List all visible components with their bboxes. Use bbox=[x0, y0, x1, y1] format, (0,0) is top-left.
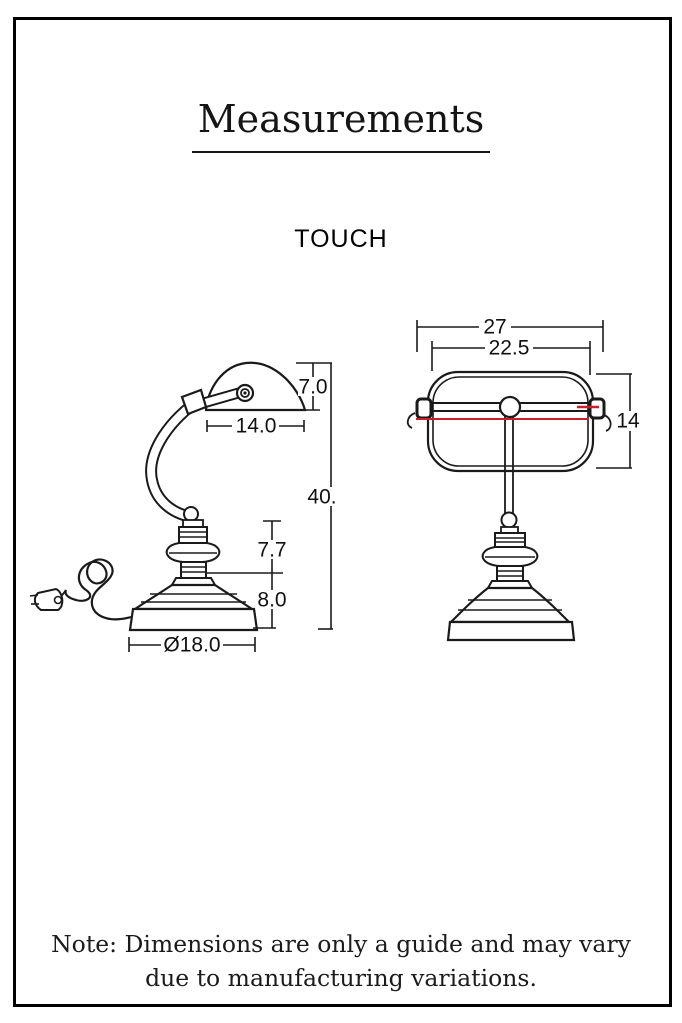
elbow-joint bbox=[180, 388, 208, 416]
dim-total-height: 40. bbox=[307, 486, 336, 509]
dim-overall-width: 27 bbox=[483, 316, 506, 339]
power-cord bbox=[29, 558, 132, 621]
lamp-base-front bbox=[446, 586, 576, 642]
disclaimer-line-2: due to manufacturing variations. bbox=[145, 964, 537, 992]
dim-stem-height: 7.7 bbox=[257, 539, 286, 562]
side-view-dimensions: 7.0 14.0 40. 7.7 8.0 bbox=[128, 362, 342, 657]
dim-shade-height: 7.0 bbox=[298, 376, 327, 399]
lamp-arm bbox=[198, 386, 244, 410]
front-neck-assembly bbox=[481, 511, 539, 589]
shade-knob bbox=[235, 383, 255, 403]
front-view-dimensions: 27 22.5 14 bbox=[416, 316, 645, 469]
dim-shade-width: 14.0 bbox=[236, 415, 277, 438]
red-highlight-lines bbox=[416, 405, 599, 420]
dim-front-shade-width: 22.5 bbox=[489, 337, 530, 360]
dim-front-shade-height: 14 bbox=[616, 410, 640, 433]
page-title-text: Measurements bbox=[191, 97, 491, 153]
disclaimer-line-1: Note: Dimensions are only a guide and ma… bbox=[51, 930, 631, 958]
dim-base-diameter: Ø18.0 bbox=[163, 634, 220, 657]
dim-base-height: 8.0 bbox=[257, 589, 286, 612]
front-shade bbox=[426, 370, 595, 473]
page-title: Measurements bbox=[0, 97, 682, 153]
page-border bbox=[13, 17, 672, 1007]
right-knob bbox=[588, 397, 612, 432]
disclaimer-note: Note: Dimensions are only a guide and ma… bbox=[0, 927, 682, 995]
lamp-front-view: 27 22.5 14 bbox=[406, 316, 645, 642]
power-plug bbox=[29, 587, 64, 611]
lamp-base-side bbox=[128, 583, 259, 632]
neck-assembly bbox=[165, 506, 221, 586]
gooseneck-tube bbox=[145, 397, 200, 523]
product-variant-label: TOUCH bbox=[294, 225, 388, 253]
bar-center-hub bbox=[498, 395, 522, 419]
lamp-side-view: 7.0 14.0 40. 7.7 8.0 bbox=[29, 361, 342, 657]
front-stem bbox=[504, 416, 514, 514]
